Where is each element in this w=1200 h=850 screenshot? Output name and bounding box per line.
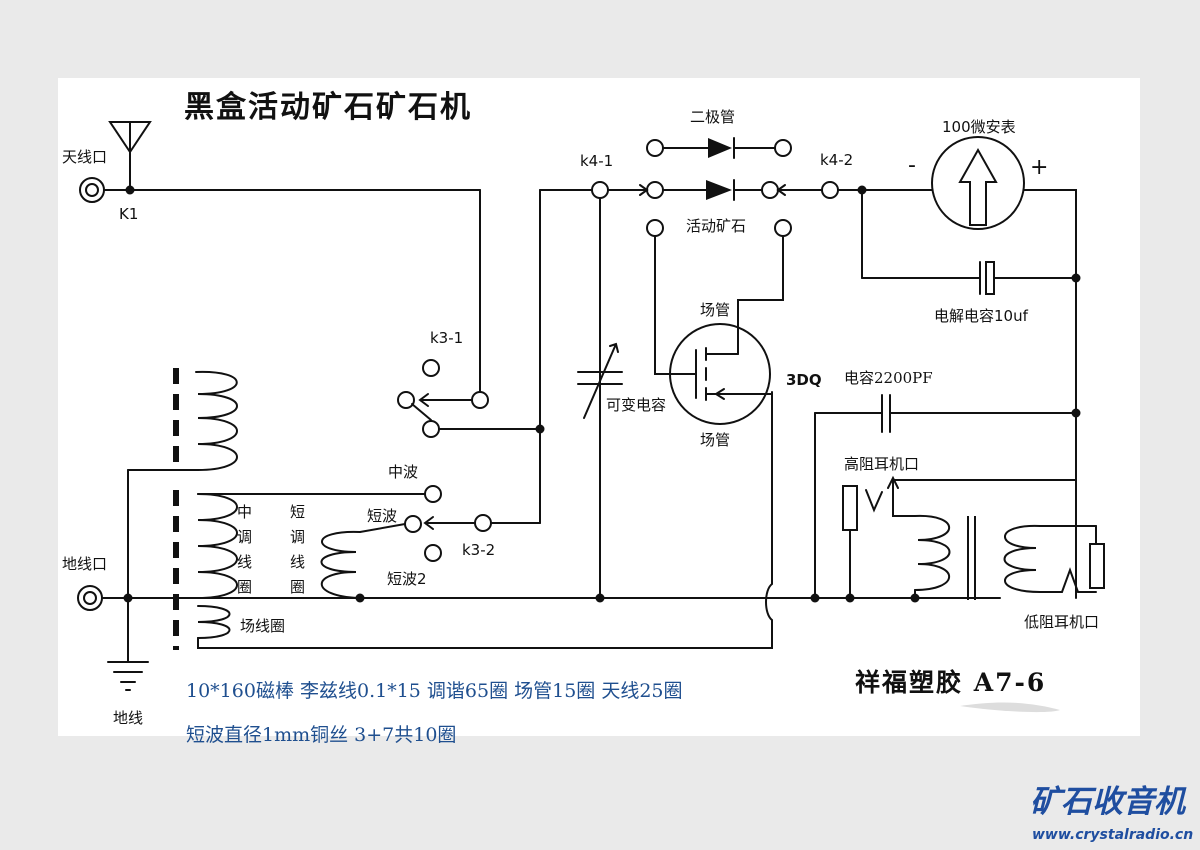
svg-text:线: 线 xyxy=(290,553,305,571)
svg-text:线: 线 xyxy=(237,553,252,571)
meter-label: 100微安表 xyxy=(942,118,1016,136)
fet-model-label: 3DQ xyxy=(786,371,822,389)
cap-2200-label: 电容2200PF xyxy=(844,369,933,387)
k3-2-switch xyxy=(404,485,492,562)
sw-label: 短波 xyxy=(367,507,397,525)
meter-cap-junction xyxy=(1071,273,1081,283)
variable-capacitor xyxy=(577,342,623,419)
meter-positive-wire xyxy=(1023,189,1077,599)
k3-2-label: k3-2 xyxy=(462,541,495,559)
sw2-label: 短波2 xyxy=(387,570,427,588)
ground-port-label: 地线口 xyxy=(62,555,107,573)
capacitor-2200pf xyxy=(814,394,1077,433)
fet-coil xyxy=(197,605,231,639)
k4-2-terminal xyxy=(821,181,839,199)
lo-z-jack-label: 低阻耳机口 xyxy=(1024,613,1099,631)
sw-coil-junction xyxy=(355,593,365,603)
fet-drain-wire xyxy=(737,235,784,325)
svg-text:圈: 圈 xyxy=(290,578,305,596)
var-cap-label: 可变电容 xyxy=(606,396,666,414)
mw-tuning-coil xyxy=(197,493,426,599)
crystal-detector xyxy=(607,179,823,201)
antenna-port-label: 天线口 xyxy=(62,148,107,166)
notes-line-2: 短波直径1mm铜丝 3+7共10圈 xyxy=(186,724,456,746)
hi-z-headphone-jack xyxy=(842,412,1077,599)
meter-minus-label: - xyxy=(908,153,916,178)
hi-z-jack-label: 高阻耳机口 xyxy=(844,455,919,473)
svg-text:调: 调 xyxy=(237,528,252,546)
mw-label: 中波 xyxy=(388,463,418,481)
diode-symbol xyxy=(646,137,792,159)
fet-gate-terminal xyxy=(646,219,664,237)
svg-text:短: 短 xyxy=(290,503,305,521)
k3-1-label: k3-1 xyxy=(430,329,463,347)
fet-gate-wire xyxy=(654,235,697,375)
fet-bottom-label: 场管 xyxy=(700,431,730,449)
diagram-title: 黑盒活动矿石矿石机 xyxy=(184,90,472,125)
electrolytic-capacitor xyxy=(861,189,1077,295)
watermark-name: 矿石收音机 xyxy=(1030,784,1187,820)
cap-ground-junction xyxy=(810,593,820,603)
electrolytic-label: 电解电容10uf xyxy=(934,307,1029,325)
k4-2-label: k4-2 xyxy=(820,151,853,169)
antenna-port-jack xyxy=(79,177,105,203)
antenna-symbol xyxy=(108,121,152,191)
lo-z-headphone-jack xyxy=(1089,543,1105,589)
fet-coil-label: 场线圈 xyxy=(240,617,285,635)
svg-text:调: 调 xyxy=(290,528,305,546)
svg-text:圈: 圈 xyxy=(237,578,252,596)
diode-label: 二极管 xyxy=(690,108,735,126)
k4-1-label: k4-1 xyxy=(580,152,613,170)
fet-coil-return-wire xyxy=(197,391,773,649)
brand-swoosh xyxy=(960,702,1060,713)
brand-label: 祥福塑胶 A7-6 xyxy=(855,668,1046,697)
meter-plus-label: + xyxy=(1030,155,1048,180)
k3-1-switch xyxy=(397,359,489,438)
microammeter xyxy=(931,136,1025,230)
fet-top-label: 场管 xyxy=(700,301,730,319)
bus-junction xyxy=(535,424,545,434)
ground-port-jack xyxy=(77,585,103,611)
sw-coil-label: 短 调 线 圈 xyxy=(290,503,305,596)
mw-coil-label: 中 调 线 圈 xyxy=(237,503,252,596)
svg-text:中: 中 xyxy=(237,503,252,521)
sw-coil xyxy=(320,523,406,599)
crystal-label: 活动矿石 xyxy=(686,217,746,235)
notes-line-1: 10*160磁棒 李兹线0.1*15 调谐65圈 场管15圈 天线25圈 xyxy=(186,680,683,702)
k1-junction xyxy=(125,185,135,195)
ground-symbol xyxy=(107,661,149,691)
k4-1-terminal xyxy=(591,181,609,199)
ground-label: 地线 xyxy=(113,709,143,727)
output-transformer xyxy=(914,514,1097,600)
fet-drain-terminal xyxy=(774,219,792,237)
watermark-url: www.crystalradio.cn xyxy=(1032,827,1193,843)
antenna-coil xyxy=(127,370,238,599)
k1-label: K1 xyxy=(119,205,138,223)
